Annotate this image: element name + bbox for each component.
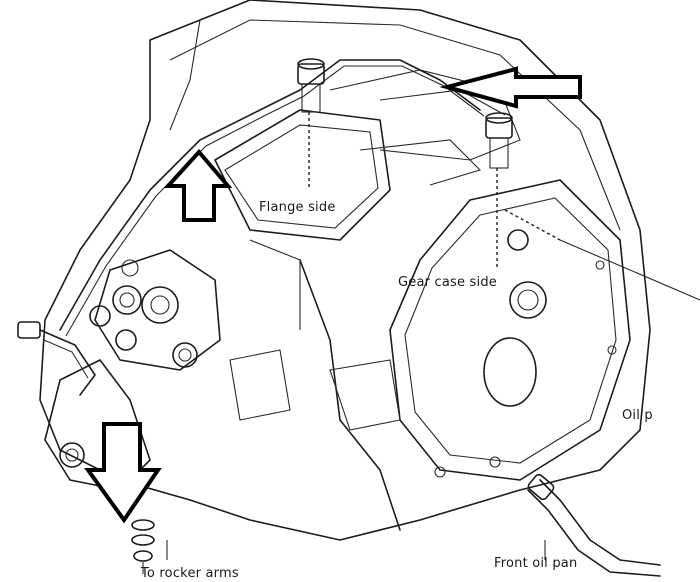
banjo-bolt-right — [485, 112, 513, 169]
banjo-bolt-left — [297, 58, 325, 113]
pump-assembly — [44, 249, 221, 491]
rocker-arm-bolt — [131, 519, 168, 574]
oil-line-tube — [59, 59, 481, 331]
label-gear-case-side: Gear case side — [398, 275, 497, 290]
label-to-rocker-arms: To rocker arms — [141, 566, 239, 581]
label-oil: Oil p — [622, 408, 653, 423]
flange-recess — [214, 109, 391, 241]
up-arrow-icon — [163, 148, 233, 222]
front-oil-pan-pipe — [527, 473, 661, 577]
left-union-fitting — [17, 321, 96, 396]
down-arrow-icon — [84, 422, 162, 524]
label-flange-side: Flange side — [259, 200, 336, 215]
gear-case — [389, 179, 631, 481]
label-front-oil-pan: Front oil pan — [494, 556, 578, 571]
left-arrow-icon — [439, 66, 582, 109]
